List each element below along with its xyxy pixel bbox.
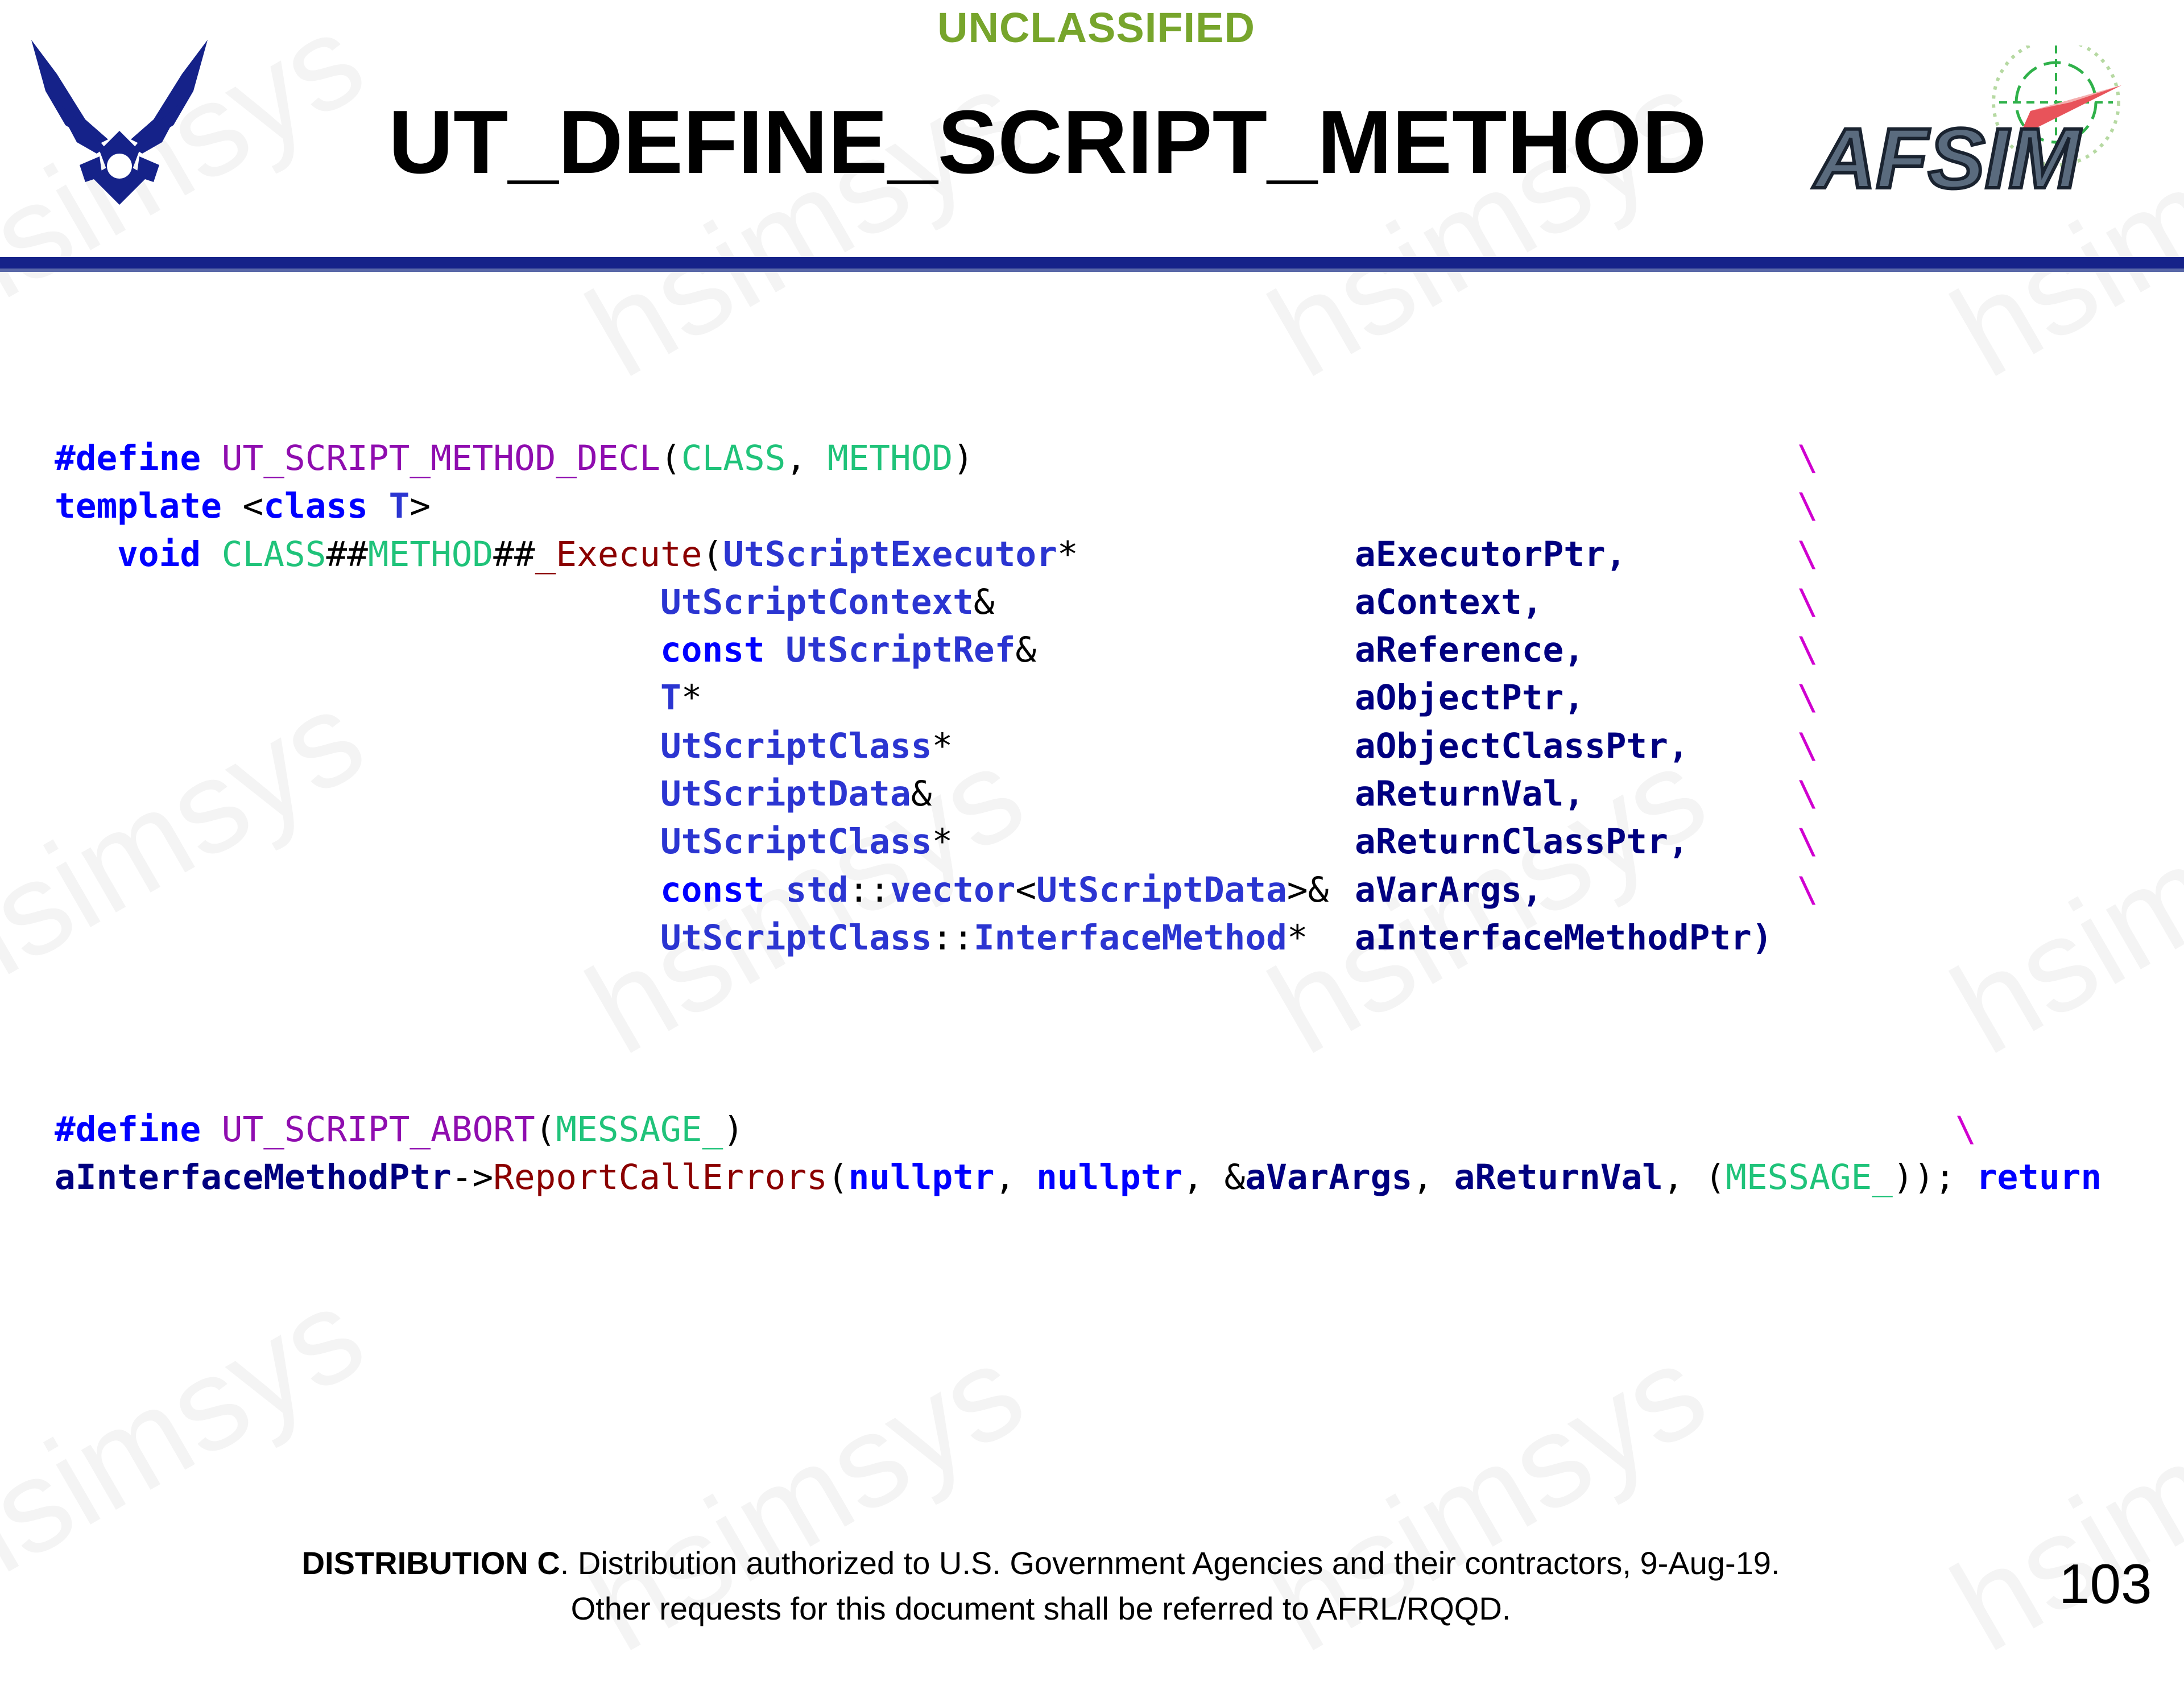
code-line: UtScriptClass* — [660, 725, 953, 766]
page-title: UT_DEFINE_SCRIPT_METHOD — [388, 92, 1707, 192]
code-param: aInterfaceMethodPtr) — [1355, 917, 1773, 958]
classification-banner: UNCLASSIFIED — [937, 4, 1255, 51]
code-line: UtScriptClass* — [660, 821, 953, 862]
code-param: aExecutorPtr, — [1355, 534, 1627, 575]
code-block-method-decl: #define UT_SCRIPT_METHOD_DECL(CLASS, MET… — [55, 435, 1329, 962]
code-param: aReturnClassPtr, — [1355, 821, 1689, 862]
code-line: T* — [660, 678, 702, 718]
afsim-logo: AFSIM — [1810, 46, 2121, 205]
watermark: hsimsys — [1927, 717, 2184, 1084]
code-line: UtScriptClass::InterfaceMethod* — [660, 917, 1308, 958]
code-line: const std::vector<UtScriptData>& — [660, 869, 1329, 910]
code-block-script-abort: #define UT_SCRIPT_ABORT(MESSAGE_) \ aInt… — [55, 1106, 2102, 1202]
code-line: aInterfaceMethodPtr->ReportCallErrors(nu… — [55, 1157, 2102, 1198]
code-param: aReturnVal, — [1355, 774, 1585, 815]
code-param: aContext, — [1355, 581, 1543, 622]
code-line: UtScriptContext& — [660, 581, 995, 622]
header-rule — [0, 257, 2184, 269]
afsim-logo-text: AFSIM — [1812, 110, 2082, 205]
distribution-label: DISTRIBUTION C — [301, 1545, 560, 1581]
distribution-line-1: DISTRIBUTION C. Distribution authorized … — [0, 1540, 2082, 1586]
code-line: const UtScriptRef& — [660, 630, 1037, 671]
distribution-footer: DISTRIBUTION C. Distribution authorized … — [0, 1540, 2082, 1632]
distribution-line-2: Other requests for this document shall b… — [570, 1591, 1511, 1626]
distribution-text: . Distribution authorized to U.S. Govern… — [560, 1545, 1780, 1581]
code-param-column: aExecutorPtr, aContext, aReference, aObj… — [1355, 531, 1773, 963]
line-continuation-column: \ \ \ \ \ \ \ \ \ \ — [1797, 438, 1818, 910]
code-line: UtScriptData& — [660, 774, 932, 815]
air-force-logo — [31, 40, 208, 205]
code-line: #define UT_SCRIPT_METHOD_DECL(CLASS, MET… — [55, 438, 974, 478]
code-param: aObjectPtr, — [1355, 678, 1585, 718]
header-rule-secondary — [0, 269, 2184, 272]
page-number: 103 — [2059, 1552, 2152, 1615]
code-param: aObjectClassPtr, — [1355, 725, 1689, 766]
code-line: #define UT_SCRIPT_ABORT(MESSAGE_) \ — [55, 1109, 1976, 1150]
code-line: template <class T> — [55, 486, 431, 527]
code-param: aReference, — [1355, 630, 1585, 671]
code-line: void CLASS##METHOD##_Execute(UtScriptExe… — [55, 534, 1078, 575]
code-param: aVarArgs, — [1355, 869, 1543, 910]
